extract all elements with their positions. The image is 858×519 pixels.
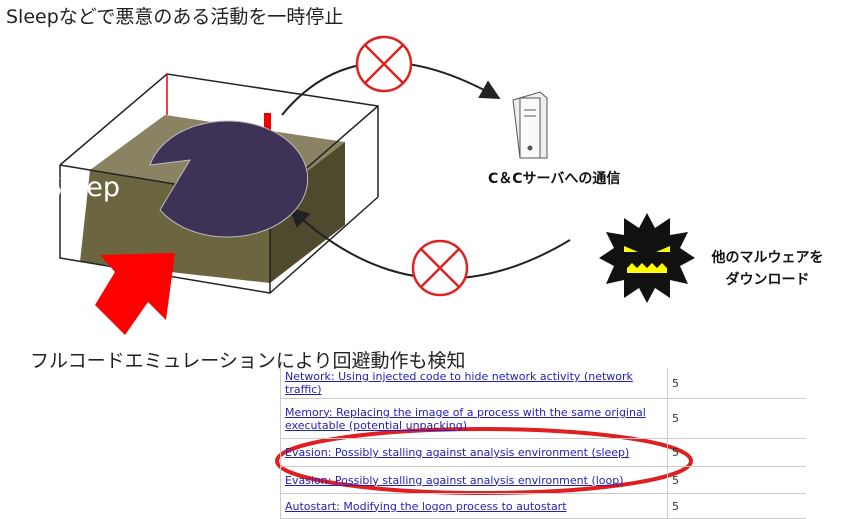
table-row: Evasion: Possibly stalling against analy… (280, 438, 806, 467)
download-label: 他のマルウェアを ダウンロード (700, 247, 835, 291)
cross-circle-icon (411, 239, 469, 297)
signature-link[interactable]: Evasion: Possibly stalling against analy… (285, 446, 630, 459)
signature-table: Network: Using injected code to hide net… (280, 368, 806, 519)
download-label-line: ダウンロード (725, 272, 810, 288)
table-row: Network: Using injected code to hide net… (280, 368, 806, 399)
download-label-line: 他のマルウェアを (711, 250, 824, 266)
speech-bubble (149, 120, 309, 238)
score: 5 (667, 493, 806, 519)
signature-link[interactable]: Evasion: Possibly stalling against analy… (285, 473, 624, 487)
detection-arrow (95, 253, 175, 335)
score: 5 (667, 368, 806, 399)
signature-link[interactable]: Network: Using injected code to hide net… (285, 370, 633, 396)
table-row: Memory: Replacing the image of a process… (280, 398, 806, 439)
sandbox-box (59, 73, 379, 197)
slide-title: Sleepなどで悪意のある活動を一時停止 (6, 6, 344, 28)
table-row: Evasion: Possibly stalling against analy… (280, 466, 806, 494)
malware-black-icon (599, 213, 695, 303)
cc-label: C＆Cサーバへの通信 (488, 171, 621, 187)
score: 5 (667, 466, 806, 494)
server-icon (512, 91, 548, 159)
cross-circle-icon (355, 35, 413, 93)
caption: フルコードエミュレーションにより回避動作も検知 (30, 350, 466, 372)
table-row: Autostart: Modifying the logon process t… (280, 493, 806, 519)
sleep-label: Sleep (45, 172, 121, 203)
signature-link[interactable]: Memory: Replacing the image of a process… (285, 405, 646, 432)
score: 5 (667, 398, 806, 439)
score: 5 (667, 438, 806, 467)
signature-link[interactable]: Autostart: Modifying the logon process t… (285, 499, 567, 513)
